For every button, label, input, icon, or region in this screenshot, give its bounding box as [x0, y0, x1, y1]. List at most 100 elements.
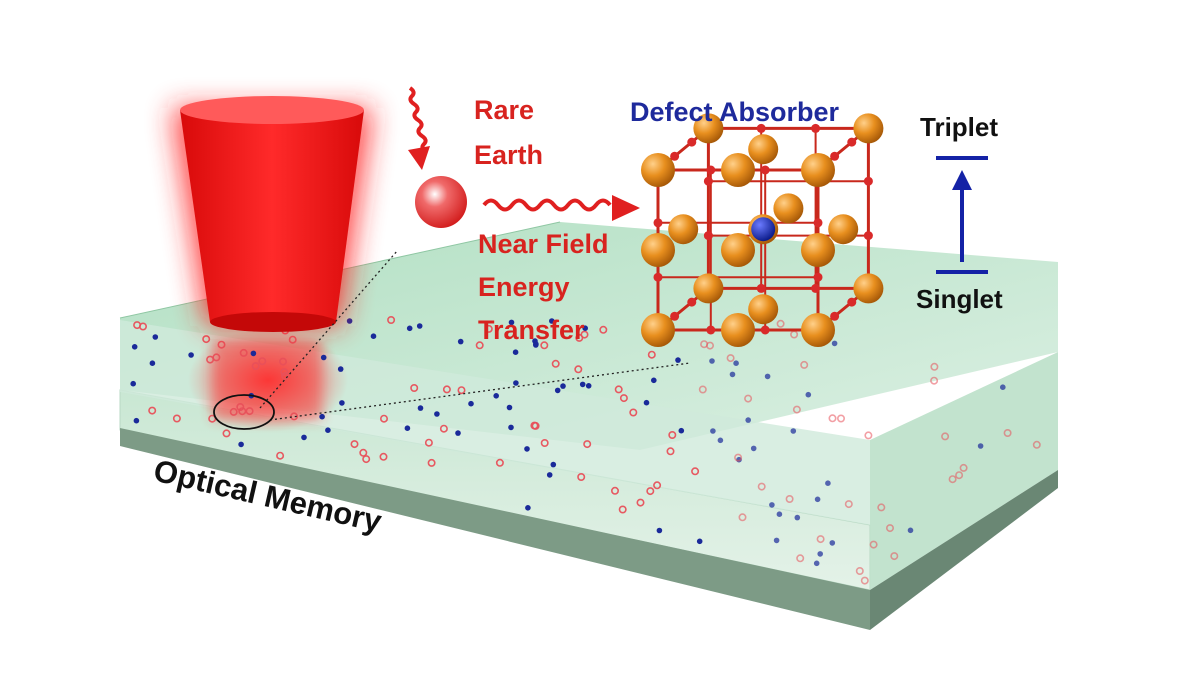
rare-earth-dopant	[212, 353, 221, 362]
defect-dopant	[813, 560, 820, 567]
rare-earth-dopant	[540, 438, 549, 447]
rare-earth-dopant	[424, 438, 433, 447]
rare-earth-dopant	[877, 503, 886, 512]
defect-dopant	[149, 360, 156, 367]
oxygen-atom	[830, 311, 840, 321]
defect-absorber-label: Defect Absorber	[630, 97, 840, 127]
rare-earth-dopant	[930, 376, 939, 385]
rare-earth-dopant	[792, 405, 801, 414]
rare-earth-dopant	[139, 322, 148, 331]
rare-earth-dopant	[855, 566, 864, 575]
rare-earth-dopant	[796, 554, 805, 563]
rare-earth-dopant	[148, 406, 157, 415]
defect-dopant	[455, 430, 461, 436]
rare-earth-dopant	[691, 467, 700, 476]
rare-earth-dopant	[245, 407, 254, 416]
rare-earth-dopant	[610, 486, 619, 495]
defect-dopant	[745, 417, 751, 423]
rare-earth-dopant	[379, 414, 388, 423]
defect-dopant	[696, 538, 703, 545]
oxygen-atom	[687, 137, 697, 147]
defect-dopant	[524, 446, 530, 452]
rare-earth-dopant	[540, 341, 549, 350]
rare-earth-dopant	[647, 350, 656, 359]
rare-earth-dopant	[636, 498, 645, 507]
rare-earth-dopant	[757, 482, 766, 491]
rare-earth-dopant	[276, 451, 285, 460]
rare-earth-dopant	[202, 335, 211, 344]
rare-earth-dopant	[281, 371, 290, 380]
rare-earth-dopant	[738, 513, 747, 522]
defect-dopant	[805, 391, 812, 398]
defect-dopant	[717, 437, 724, 444]
rare-earth-dopant	[251, 362, 260, 371]
defect-dopant	[977, 443, 984, 449]
lattice-atom	[721, 153, 755, 187]
defect-dopant	[238, 441, 244, 448]
oxygen-atom	[756, 283, 766, 293]
defect-dopant	[301, 434, 307, 441]
oxygen-atom	[863, 231, 873, 241]
lattice-atom	[801, 313, 835, 347]
defect-dopant	[750, 445, 757, 452]
rare-earth-dopant	[959, 463, 968, 472]
defect-dopant	[582, 325, 588, 332]
defect-dopant	[416, 323, 423, 329]
rare-earth-dopant	[217, 340, 226, 349]
rare-earth-label-line2: Earth	[474, 140, 543, 170]
defect-dopant	[790, 428, 797, 434]
slab-bottom-edge	[120, 428, 870, 630]
rare-earth-dopant	[948, 475, 957, 484]
defect-dopant	[131, 344, 138, 350]
defect-dopant	[776, 511, 783, 517]
zoom-region-marker	[213, 394, 275, 430]
rare-earth-dopant	[457, 386, 466, 395]
defect-dopant	[643, 399, 650, 406]
defect-dopant	[493, 393, 500, 399]
defect-dopant	[404, 425, 411, 432]
oxygen-atom	[756, 123, 766, 133]
rare-earth-dopant	[278, 357, 287, 366]
rare-earth-dopant	[290, 412, 299, 421]
rare-earth-dopant	[646, 487, 655, 496]
defect-dopant	[651, 377, 657, 384]
rare-earth-dopant	[614, 385, 623, 394]
defect-dopant	[546, 472, 553, 478]
rare-earth-dopant	[362, 455, 371, 464]
defect-dopant	[508, 424, 514, 431]
oxygen-atom	[670, 311, 680, 321]
defect-dopant	[585, 383, 592, 389]
rare-earth-dopant	[531, 421, 540, 430]
rare-earth-dopant	[359, 448, 368, 457]
lattice-atom	[641, 313, 675, 347]
rare-earth-dopant	[475, 341, 484, 350]
defect-dopant	[769, 502, 775, 508]
defect-dopant	[508, 319, 515, 326]
near-field-label-line3: Transfer	[478, 315, 585, 345]
rare-earth-dopant	[828, 414, 837, 423]
lattice-atom	[853, 273, 884, 304]
defect-dopant	[554, 387, 561, 394]
rare-earth-dopant	[890, 552, 899, 561]
rare-earth-dopant	[629, 408, 638, 417]
defect-dopant	[506, 404, 513, 411]
lattice-atom	[641, 233, 675, 267]
defect-dopant	[320, 354, 327, 361]
rare-earth-dopant	[734, 453, 743, 462]
rare-earth-ion-icon	[415, 176, 467, 228]
defect-dopant	[250, 350, 257, 357]
rare-earth-dopant	[238, 407, 247, 416]
defect-dopant	[549, 318, 555, 324]
oxygen-atom	[760, 165, 770, 175]
defect-dopant	[729, 371, 736, 378]
rare-earth-dopant	[410, 383, 419, 392]
oxygen-atom	[847, 297, 857, 307]
rare-earth-dopant	[744, 394, 753, 403]
lattice-atom	[668, 214, 699, 245]
defect-dopant	[773, 537, 780, 544]
rare-earth-dopant	[583, 440, 592, 449]
defect-atom	[751, 217, 776, 242]
defect-dopant	[560, 383, 566, 389]
oxygen-atom	[653, 272, 663, 282]
